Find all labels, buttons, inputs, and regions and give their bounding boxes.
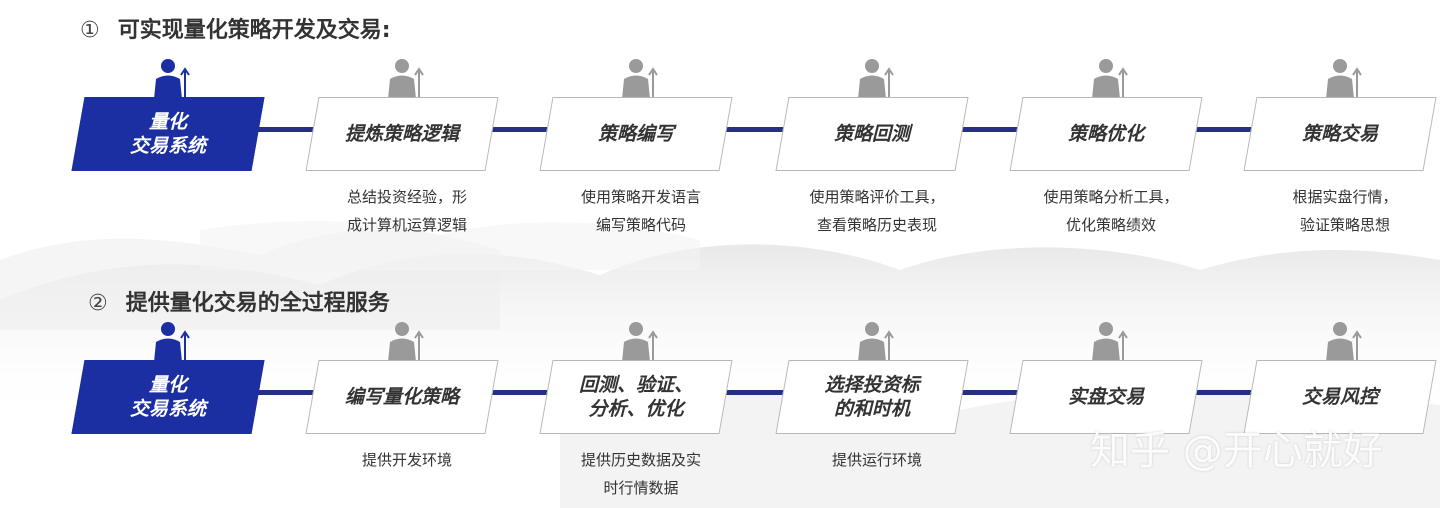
person-icon	[1326, 59, 1362, 99]
step-label: 策略编写	[597, 123, 674, 145]
step-label: 选择投资标 的和时机	[824, 374, 920, 420]
step-trade: 策略交易 根据实盘行情， 验证策略思想	[1243, 55, 1440, 245]
step-description: 提供运行环境	[831, 451, 922, 469]
flow-connector-line	[180, 127, 1300, 132]
section-heading-1: 可实现量化策略开发及交易:	[117, 18, 391, 43]
section-heading-2: 提供量化交易的全过程服务	[125, 291, 390, 316]
step-label: 策略回测	[833, 123, 910, 145]
step-description: 总结投资经验，形 成计算机运算逻辑	[346, 188, 467, 234]
step-description: 提供开发环境	[361, 451, 452, 469]
step-description: 提供历史数据及实 时行情数据	[580, 451, 701, 497]
section-number-2: ②	[88, 291, 108, 316]
step-optimize: 策略优化 使用策略分析工具， 优化策略绩效	[1009, 55, 1206, 245]
process-row-1: 量化 交易系统 提炼策略逻辑 总结投资经验，形 成计算机运算逻辑 策略编写 使用…	[0, 55, 1440, 245]
step-live-trading: 实盘交易	[1009, 318, 1206, 508]
step-description: 根据实盘行情， 验证策略思想	[1292, 188, 1398, 234]
section-title-2: ② 提供量化交易的全过程服务	[88, 285, 390, 317]
step-backtest-validate: 回测、验证、 分析、优化 提供历史数据及实 时行情数据	[539, 318, 736, 508]
person-icon	[858, 322, 894, 362]
step-label: 量化 交易系统	[129, 374, 206, 420]
person-icon	[388, 59, 424, 99]
step-label: 提炼策略逻辑	[344, 123, 459, 145]
step-quant-system: 量化 交易系统	[71, 55, 268, 245]
step-label: 策略交易	[1301, 123, 1378, 145]
step-description: 使用策略开发语言 编写策略代码	[580, 188, 701, 234]
person-icon	[622, 59, 658, 99]
step-write-strategy: 策略编写 使用策略开发语言 编写策略代码	[539, 55, 736, 245]
step-label: 量化 交易系统	[129, 111, 206, 157]
step-description: 使用策略评价工具， 查看策略历史表现	[809, 188, 945, 234]
step-label: 交易风控	[1301, 386, 1378, 408]
process-row-2: 量化 交易系统 编写量化策略 提供开发环境 回测、验证、 分析、优化 提供历史数…	[0, 318, 1440, 508]
person-icon	[1326, 322, 1362, 362]
step-extract-logic: 提炼策略逻辑 总结投资经验，形 成计算机运算逻辑	[305, 55, 502, 245]
person-icon	[1092, 59, 1128, 99]
person-icon	[858, 59, 894, 99]
step-description: 使用策略分析工具， 优化策略绩效	[1043, 188, 1179, 234]
step-write-quant-strategy: 编写量化策略 提供开发环境	[305, 318, 502, 508]
step-label: 策略优化	[1067, 123, 1144, 145]
step-backtest: 策略回测 使用策略评价工具， 查看策略历史表现	[775, 55, 972, 245]
step-risk-control: 交易风控	[1243, 318, 1440, 508]
section-number-1: ①	[80, 18, 100, 43]
person-icon	[1092, 322, 1128, 362]
person-icon	[154, 59, 190, 99]
step-select-target: 选择投资标 的和时机 提供运行环境	[775, 318, 972, 508]
flow-connector-line	[180, 390, 1300, 395]
person-icon	[154, 322, 190, 362]
watermark: 知乎 @开心就好	[1090, 428, 1383, 474]
person-icon	[388, 322, 424, 362]
step-quant-system: 量化 交易系统	[71, 318, 268, 508]
step-label: 编写量化策略	[344, 386, 459, 408]
step-label: 实盘交易	[1067, 386, 1144, 408]
step-label: 回测、验证、 分析、优化	[578, 374, 693, 420]
section-title-1: ① 可实现量化策略开发及交易:	[80, 12, 391, 44]
person-icon	[622, 322, 658, 362]
